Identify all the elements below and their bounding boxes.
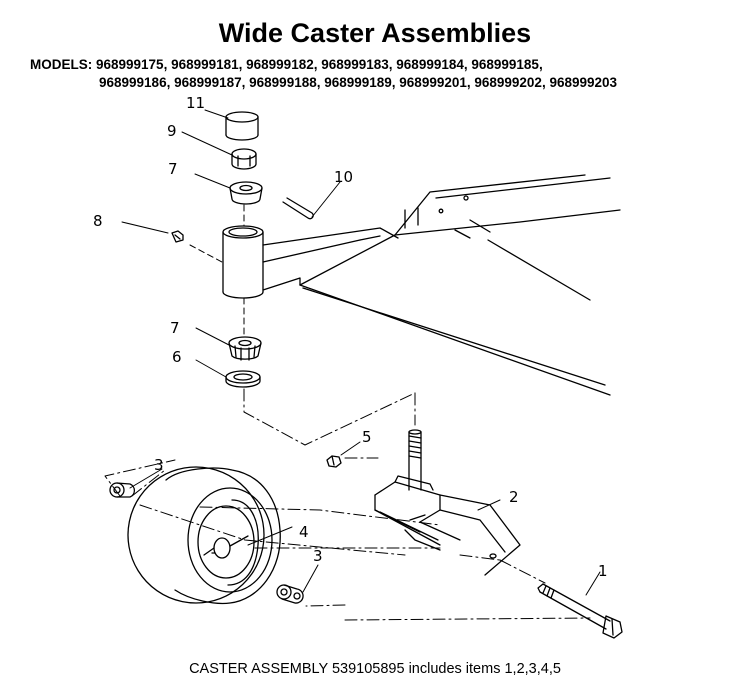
pivot-bolt (408, 429, 422, 491)
bearing-top (229, 181, 263, 205)
callout-9: 9 (167, 122, 177, 140)
page-title: Wide Caster Assemblies (218, 18, 532, 48)
centerlines (104, 388, 591, 621)
grease-fitting (171, 230, 184, 243)
caster-arm (262, 227, 399, 291)
washer (225, 370, 261, 388)
callout-6: 6 (172, 348, 182, 366)
model-list: MODELS: 968999175, 968999181, 968999182,… (30, 56, 745, 92)
assembly-note: CASTER ASSEMBLY 539105895 includes items… (189, 661, 561, 677)
dust-cap (225, 111, 259, 141)
bearing-bottom (228, 336, 262, 361)
cotter-pin (282, 197, 314, 220)
axle-bolt (537, 583, 623, 639)
lock-nut (326, 455, 342, 468)
callout-4: 4 (299, 523, 309, 541)
castle-nut (231, 148, 257, 170)
model-list-line-1: MODELS: 968999175, 968999181, 968999182,… (30, 57, 543, 72)
wheel (127, 466, 281, 605)
callout-10: 10 (334, 168, 353, 186)
model-list-line-2: 968999186, 968999187, 968999188, 9689991… (99, 75, 618, 90)
callout-3-right: 3 (313, 547, 323, 565)
callout-2: 2 (509, 488, 519, 506)
callout-11: 11 (186, 94, 205, 112)
callout-7-bottom: 7 (170, 319, 180, 337)
callout-5: 5 (362, 428, 372, 446)
callout-3-left: 3 (154, 456, 164, 474)
spacer-right (276, 584, 304, 604)
deck-frame (299, 174, 621, 396)
spacer-left (109, 482, 136, 498)
callout-7-top: 7 (168, 160, 178, 178)
pivot-tube (222, 225, 264, 299)
callout-1: 1 (598, 562, 608, 580)
caster-fork (374, 475, 521, 576)
callout-8: 8 (93, 212, 103, 230)
